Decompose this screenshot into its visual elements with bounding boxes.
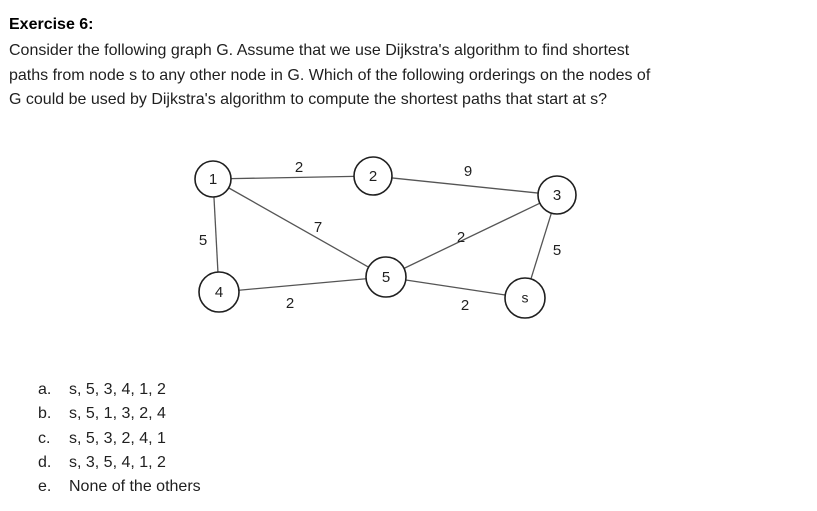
edge-weight-n5-n3: 2 [457,229,465,246]
option-b-text: s, 5, 1, 3, 2, 4 [69,405,166,423]
node-circle [504,277,546,319]
edge-n5-n3 [403,202,541,269]
question-text: Consider the following graph G. Assume t… [9,39,799,113]
graph-diagram: 2 9 7 5 2 2 2 5 1 2 3 4 5 s [194,156,577,319]
edge-n2-n3 [391,177,539,194]
node-circle [537,175,577,215]
node-label: 2 [369,168,377,185]
edge-n1-n5 [228,187,369,268]
exercise-title: Exercise 6: [9,16,94,33]
graph-nodes: 1 2 3 4 5 s [194,156,577,319]
question-line-2: paths from node s to any other node in G… [9,66,651,84]
option-d[interactable]: d. s, 3, 5, 4, 1, 2 [38,451,201,475]
edge-n5-ns [405,279,506,296]
node-label: 5 [382,269,390,286]
edge-n4-n5 [238,278,367,291]
edge-ns-n3 [530,212,552,280]
node-circle [194,160,232,198]
node-label: s [522,290,529,306]
edge-weight-ns-n3: 5 [553,242,561,259]
edge-weight-n2-n3: 9 [464,163,472,180]
option-e-text: None of the others [69,478,201,496]
option-a-letter: a. [38,381,52,398]
edge-weight-n1-n4: 5 [199,232,207,249]
edge-n1-n4 [213,196,219,273]
node-label: 4 [215,284,223,301]
node-circle [198,271,240,313]
option-e[interactable]: e. None of the others [38,475,201,499]
node-circle [353,156,393,196]
graph-edges: 2 9 7 5 2 2 2 5 [199,159,561,314]
option-b[interactable]: b. s, 5, 1, 3, 2, 4 [38,402,201,426]
option-d-letter: d. [38,453,52,471]
option-c-letter: c. [38,429,51,447]
edge-n1-n2 [230,175,355,180]
edge-weight-n1-n2: 2 [295,159,303,176]
node-2: 2 [353,156,393,196]
option-d-text: s, 3, 5, 4, 1, 2 [69,453,166,471]
edge-weight-n1-n5: 7 [314,219,322,236]
question-line-3: G could be used by Dijkstra's algorithm … [9,91,608,108]
node-label: 3 [553,187,561,204]
node-4: 4 [198,271,240,313]
option-e-letter: e. [38,478,52,496]
option-c[interactable]: c. s, 5, 3, 2, 4, 1 [38,427,201,451]
question-line-1: Consider the following graph G. Assume t… [9,42,630,59]
edge-weight-n5-ns: 2 [461,297,469,314]
node-label: 1 [209,171,217,188]
option-c-text: s, 5, 3, 2, 4, 1 [69,429,166,447]
option-b-letter: b. [38,405,52,423]
answer-options: a. s, 5, 3, 4, 1, 2 b. s, 5, 1, 3, 2, 4 c.… [38,378,201,499]
node-3: 3 [537,175,577,215]
option-a[interactable]: a. s, 5, 3, 4, 1, 2 [38,378,201,402]
node-s: s [504,277,546,319]
node-1: 1 [194,160,232,198]
edge-weight-n4-n5: 2 [286,295,294,312]
option-a-text: s, 5, 3, 4, 1, 2 [69,381,166,398]
node-5: 5 [365,256,407,298]
node-circle [365,256,407,298]
